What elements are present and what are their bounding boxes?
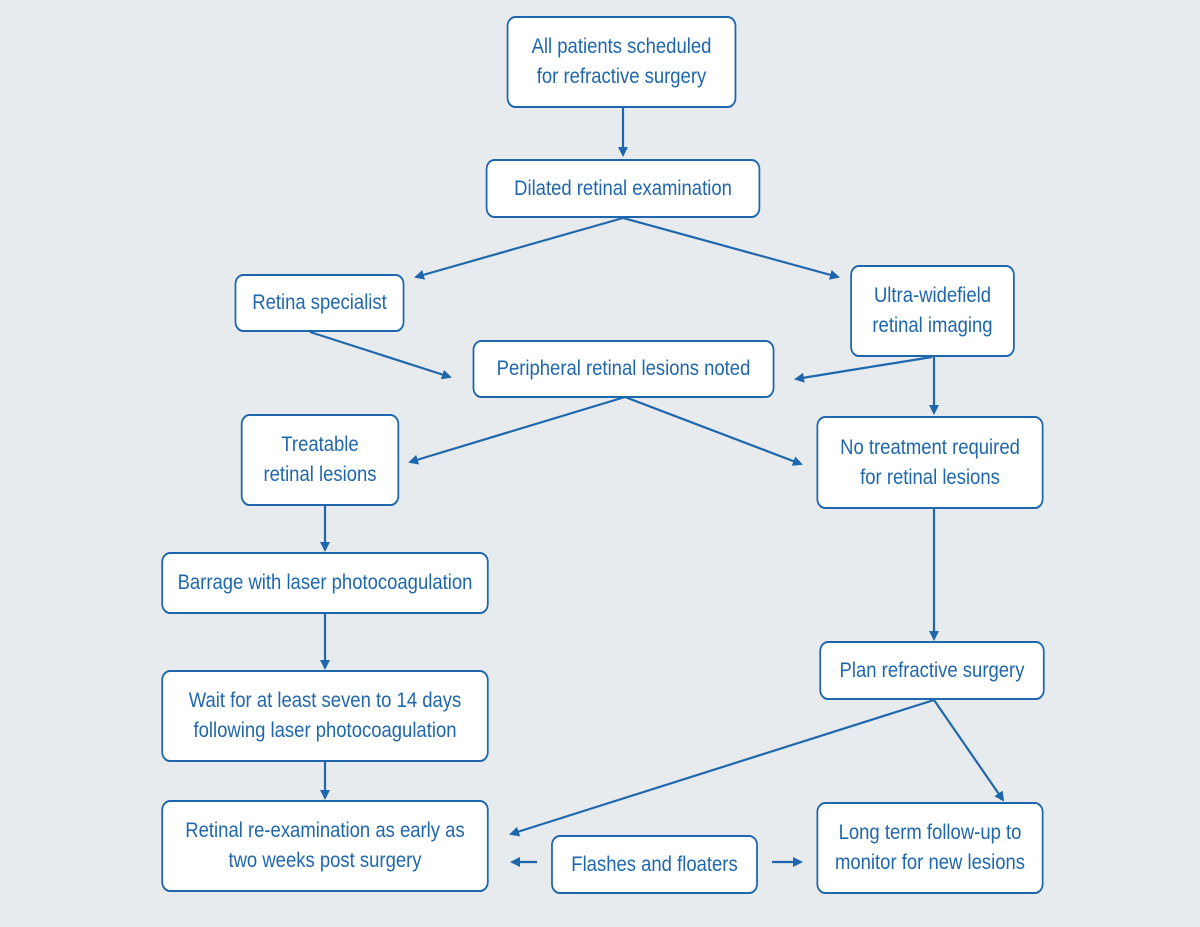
node-label-line: for refractive surgery bbox=[536, 65, 707, 88]
node-label-line: Peripheral retinal lesions noted bbox=[496, 357, 751, 380]
node-ultra-widefield-imaging: Ultra-widefield retinal imaging bbox=[850, 265, 1015, 357]
node-long-term-follow-up: Long term follow-up to monitor for new l… bbox=[816, 802, 1044, 894]
arrow-specialist-to-peripheral bbox=[309, 330, 452, 380]
node-label-line: Barrage with laser photocoagulation bbox=[177, 571, 473, 594]
arrow-ultra-to-peripheral bbox=[794, 355, 933, 383]
arrow-dilated-to-specialist bbox=[414, 216, 624, 280]
node-label-line: retinal imaging bbox=[872, 314, 993, 337]
node-label-line: Dilated retinal examination bbox=[514, 176, 732, 200]
node-label-line: two weeks post surgery bbox=[228, 849, 422, 872]
node-label-line: All patients scheduled bbox=[531, 35, 712, 58]
node-flashes-and-floaters: Flashes and floaters bbox=[551, 835, 758, 894]
node-no-treatment-required: No treatment required for retinal lesion… bbox=[816, 416, 1044, 509]
node-label-line: retinal lesions bbox=[263, 463, 377, 486]
node-label-line: Treatable bbox=[281, 433, 359, 456]
node-label-line: following laser photocoagulation bbox=[193, 719, 457, 742]
node-label-line: Retinal re-examination as early as bbox=[185, 819, 465, 842]
node-label-line: Flashes and floaters bbox=[571, 852, 738, 876]
node-wait-seven-to-14-days: Wait for at least seven to 14 days follo… bbox=[161, 670, 489, 762]
node-label-line: Retina specialist bbox=[252, 291, 387, 314]
arrow-peripheral-to-no-treatment bbox=[624, 395, 803, 466]
node-all-patients-scheduled: All patients scheduled for refractive su… bbox=[506, 16, 737, 108]
node-retinal-reexamination: Retinal re-examination as early as two w… bbox=[161, 800, 489, 892]
arrow-plan-to-reexam bbox=[509, 698, 935, 837]
node-barrage-laser-photocoagulation: Barrage with laser photocoagulation bbox=[161, 552, 489, 614]
node-dilated-retinal-examination: Dilated retinal examination bbox=[485, 159, 761, 218]
node-label-line: Ultra-widefield bbox=[873, 284, 992, 307]
node-peripheral-lesions-noted: Peripheral retinal lesions noted bbox=[472, 340, 775, 398]
arrow-peripheral-to-treatable bbox=[408, 395, 626, 465]
node-treatable-retinal-lesions: Treatable retinal lesions bbox=[240, 414, 400, 506]
node-label-line: for retinal lesions bbox=[860, 465, 1000, 489]
arrow-plan-to-longterm bbox=[933, 699, 1005, 802]
node-label-line: monitor for new lesions bbox=[834, 851, 1026, 874]
node-label-line: Long term follow-up to bbox=[838, 821, 1022, 844]
node-label-line: Wait for at least seven to 14 days bbox=[188, 689, 462, 712]
node-label-line: No treatment required bbox=[840, 435, 1020, 459]
node-retina-specialist: Retina specialist bbox=[234, 274, 405, 332]
arrow-dilated-to-ultra bbox=[622, 216, 840, 280]
node-plan-refractive-surgery: Plan refractive surgery bbox=[819, 641, 1045, 700]
node-label-line: Plan refractive surgery bbox=[839, 658, 1025, 682]
